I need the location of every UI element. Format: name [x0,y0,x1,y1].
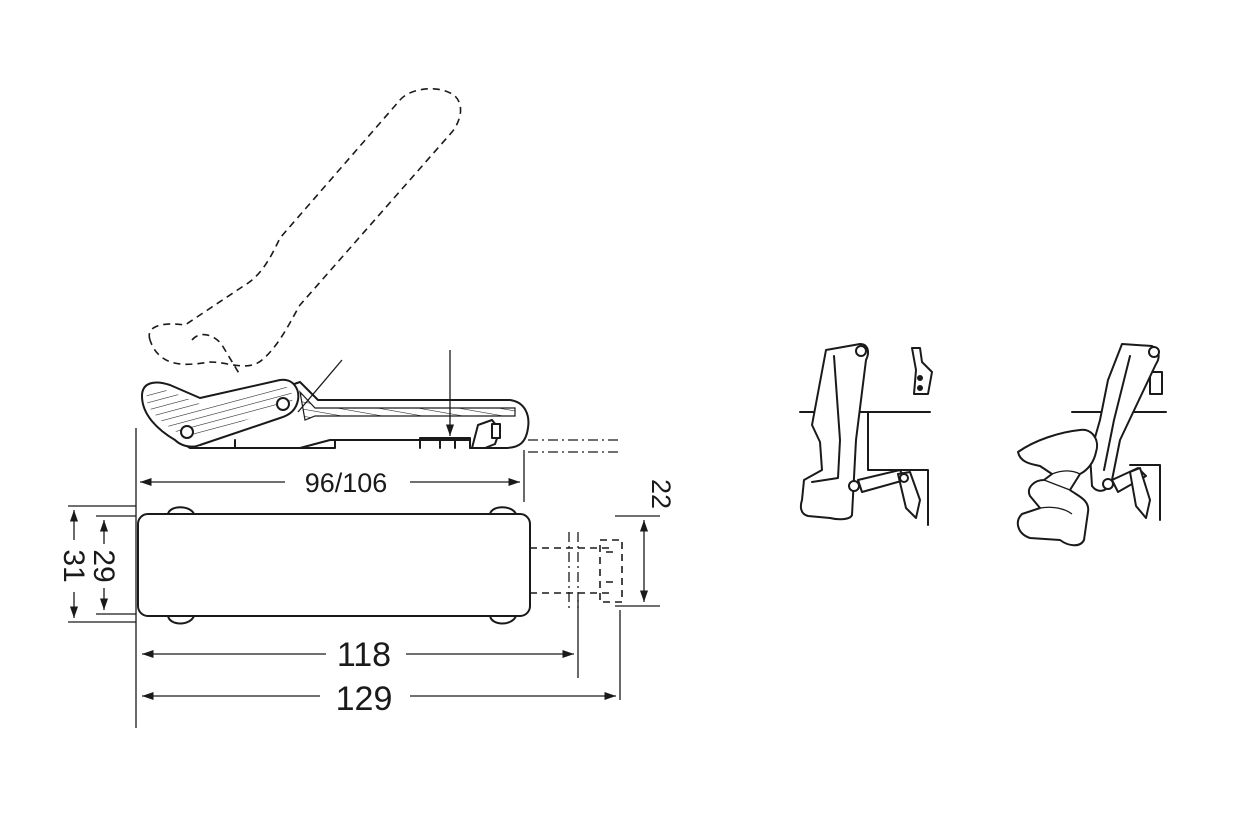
plan-view [137,506,623,625]
lever-pivot-front [180,425,194,439]
latch-inner-line-1 [811,355,841,483]
dimension-total-length: 129 [142,610,621,718]
catch-pin-1 [899,473,909,483]
illustration-hand-opening [1016,343,1167,547]
dimension-body-length: 118 [142,600,579,678]
hand-finger-lines [1039,470,1081,515]
dimension-top-length: 96/106 [135,428,525,728]
strike-detail [911,347,933,395]
latch-pin-bottom-1 [848,480,860,492]
dim-label-top-length: 96/106 [305,468,388,498]
corner-tab-bl [167,615,195,625]
latch-catch-2 [1129,467,1151,519]
dimension-height-right: 22 [615,479,676,607]
corner-tab-tl [167,506,195,515]
dim-label-total-length: 129 [336,680,393,718]
strike-hole-1 [917,375,923,381]
latch-body-2 [1089,343,1160,492]
strike-hole-2 [917,385,923,391]
latch-inner-line-2 [1103,355,1131,471]
illustration-latch-closed [799,343,933,526]
closed-lever-hatch [146,386,293,439]
corner-tab-br [489,615,517,625]
latch-catch-1 [897,471,921,519]
dim-label-width-outer: 31 [57,549,90,582]
strike-plan-holes [606,551,614,583]
lever-pivot-rear [276,397,290,411]
side-view [141,87,622,453]
leader-line-1 [297,359,343,413]
dimension-widths: 31 29 [57,505,136,623]
open-lever-outline [148,87,462,367]
open-lever-pivot-outline [191,333,241,376]
latch-pin-top-2 [1148,346,1160,358]
dim-label-height-right: 22 [646,479,676,509]
strike-plan-plate [599,539,623,603]
cabinet-panel-2 [1129,464,1161,521]
hand [1016,428,1098,547]
base-plate [234,439,336,449]
strike-box-2 [1149,371,1163,395]
latch-pin-top-1 [855,345,867,357]
hook-pin [491,423,501,439]
housing-hatch [299,390,516,421]
latch-body-1 [799,343,869,521]
latch-body-plan [137,513,531,617]
corner-tab-tr [489,506,517,515]
dim-label-width-inner: 29 [87,549,120,582]
dim-label-body-length: 118 [337,636,391,674]
inner-mechanism [419,437,471,449]
